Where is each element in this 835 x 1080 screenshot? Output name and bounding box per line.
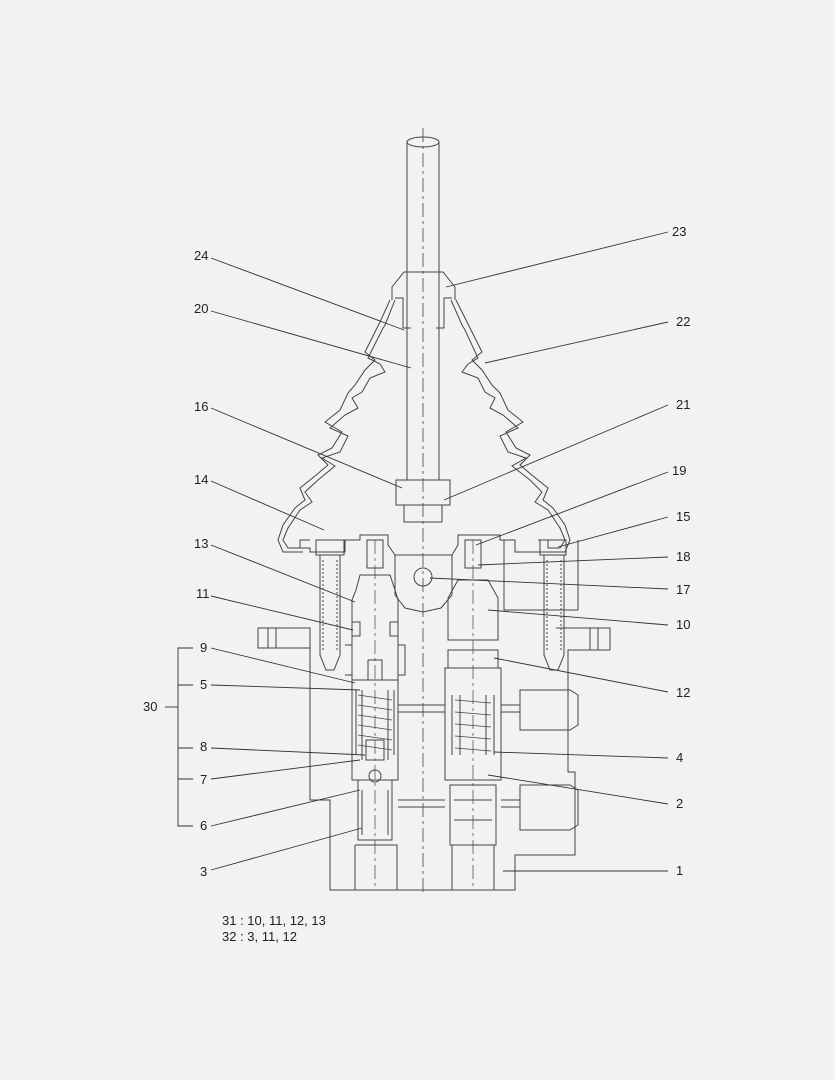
callout-21: 21 bbox=[676, 397, 690, 412]
callout-15: 15 bbox=[676, 509, 690, 524]
callout-22: 22 bbox=[676, 314, 690, 329]
callout-2: 2 bbox=[676, 796, 683, 811]
callout-20: 20 bbox=[194, 301, 208, 316]
callout-18: 18 bbox=[676, 549, 690, 564]
callout-3: 3 bbox=[200, 864, 207, 879]
leader-lines bbox=[165, 231, 669, 872]
callout-9: 9 bbox=[200, 640, 207, 655]
callout-5: 5 bbox=[200, 677, 207, 692]
callout-23: 23 bbox=[672, 224, 686, 239]
callout-14: 14 bbox=[194, 472, 208, 487]
callout-13: 13 bbox=[194, 536, 208, 551]
group-callout-30: 30 bbox=[143, 699, 157, 714]
callout-8: 8 bbox=[200, 739, 207, 754]
callout-17: 17 bbox=[676, 582, 690, 597]
kit-note-31: 31 : 10, 11, 12, 13 bbox=[222, 913, 326, 928]
kit-note-32: 32 : 3, 11, 12 bbox=[222, 929, 297, 944]
callout-16: 16 bbox=[194, 399, 208, 414]
callout-6: 6 bbox=[200, 818, 207, 833]
callout-7: 7 bbox=[200, 772, 207, 787]
callout-24: 24 bbox=[194, 248, 208, 263]
callout-12: 12 bbox=[676, 685, 690, 700]
callout-19: 19 bbox=[672, 463, 686, 478]
callout-4: 4 bbox=[676, 750, 683, 765]
callout-11: 11 bbox=[196, 586, 210, 601]
callout-10: 10 bbox=[676, 617, 690, 632]
valve-assembly bbox=[257, 128, 611, 895]
callout-labels: 1 2 3 4 5 6 7 8 9 10 11 12 13 14 15 16 1… bbox=[143, 224, 690, 879]
callout-1: 1 bbox=[676, 863, 683, 878]
